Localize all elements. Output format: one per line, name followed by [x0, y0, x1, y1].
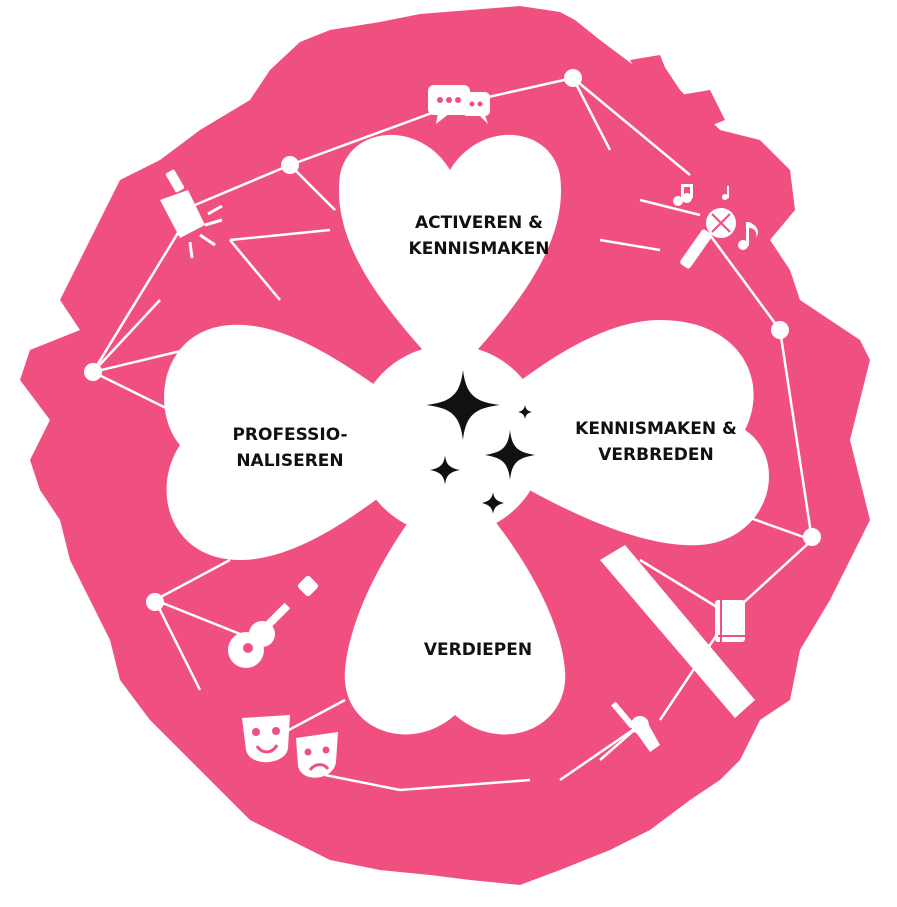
book-icon	[715, 600, 745, 642]
leaf-label-right: KENNISMAKEN & VERBREDEN	[575, 416, 737, 468]
theater-masks-icon	[242, 715, 338, 778]
leaf-top	[338, 134, 562, 380]
clover-stem	[600, 545, 755, 718]
leaf-label-top-line2: KENNISMAKEN	[408, 239, 550, 259]
leaf-label-left-line1: PROFESSIO-	[232, 425, 348, 445]
leaf-label-left: PROFESSIO- NALISEREN	[232, 422, 347, 474]
sparkles-icon	[426, 370, 535, 514]
paintbrush-icon	[611, 701, 660, 752]
spotlight-icon	[160, 169, 223, 259]
speech-bubbles-icon	[428, 85, 490, 124]
music-notes-icon	[673, 184, 758, 250]
leaf-label-left-line2: NALISEREN	[236, 451, 344, 471]
leaf-label-bottom-line1: VERDIEPEN	[423, 640, 533, 660]
leaf-label-right-line1: KENNISMAKEN &	[575, 419, 737, 439]
guitar-icon	[228, 575, 319, 668]
leaf-bottom	[344, 470, 566, 735]
leaf-label-top: ACTIVEREN & KENNISMAKEN	[409, 210, 550, 262]
leaf-label-top-line1: ACTIVEREN &	[415, 213, 543, 233]
clover-leaves	[164, 134, 770, 735]
leaf-label-right-line2: VERBREDEN	[598, 445, 714, 465]
leaf-left	[164, 324, 450, 560]
leaf-label-bottom: VERDIEPEN	[424, 637, 532, 663]
microphone-icon	[680, 208, 736, 269]
